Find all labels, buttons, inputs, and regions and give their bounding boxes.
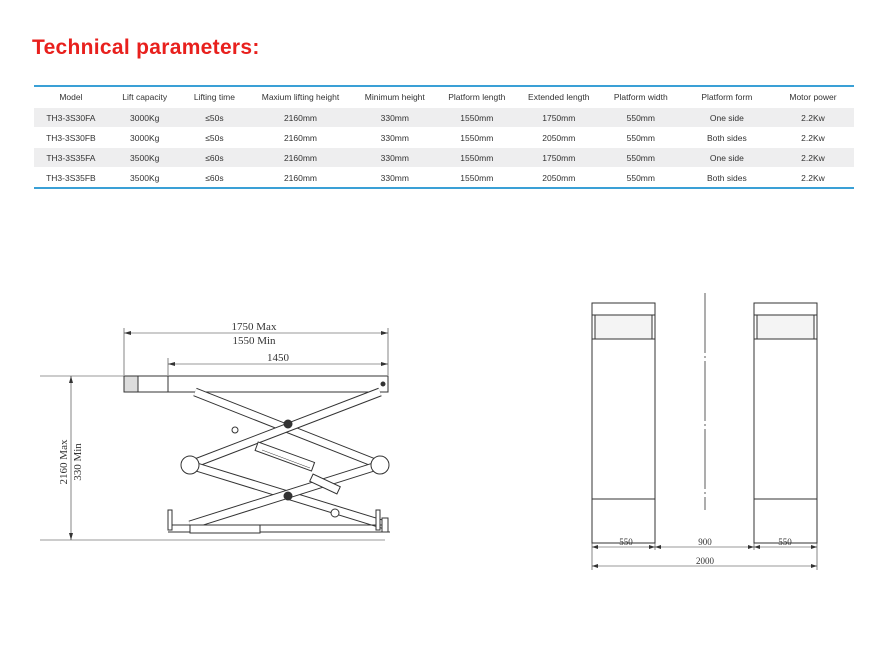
table-cell: 330mm (353, 107, 436, 128)
table-cell: 2.2Kw (771, 127, 854, 148)
table-cell: One side (681, 107, 772, 128)
table-cell: 2.2Kw (771, 107, 854, 128)
side-view-drawing: 1750 Max 1550 Min 1450 2160 Max 330 Min (40, 321, 390, 541)
table-cell: 2050mm (517, 167, 600, 187)
table-cell: Both sides (681, 127, 772, 148)
table-header-row: Model Lift capacity Lifting time Maxium … (34, 87, 854, 108)
header-platform-form: Platform form (701, 92, 753, 102)
table-cell: 330mm (353, 127, 436, 148)
table-row: TH3-3S35FA 3500Kg ≤60s 2160mm 330mm 1550… (34, 147, 854, 168)
table-cell: ≤50s (181, 107, 248, 128)
table-cell: 330mm (353, 147, 436, 168)
table-cell: 1750mm (517, 147, 600, 168)
header-max-lifting-height: Maxium lifting height (261, 92, 340, 102)
header-platform-width: Platform width (613, 92, 668, 102)
dim-max-height: 2160 Max (58, 439, 70, 484)
table-cell: 2160mm (247, 127, 354, 148)
table-cell: ≤60s (181, 167, 248, 187)
dim-total-width: 2000 (696, 556, 715, 566)
table-cell: Both sides (681, 167, 772, 187)
table-cell: 550mm (599, 107, 682, 128)
table-row: TH3-3S30FA 3000Kg ≤50s 2160mm 330mm 1550… (34, 107, 854, 128)
table-cell: 330mm (353, 167, 436, 187)
table-cell: TH3-3S30FA (34, 107, 108, 128)
table-cell: TH3-3S30FB (34, 127, 108, 148)
header-platform-length: Platform length (448, 92, 506, 102)
table-cell: 2160mm (247, 147, 354, 168)
table-cell: TH3-3S35FA (34, 147, 108, 168)
table-row: TH3-3S30FB 3000Kg ≤50s 2160mm 330mm 1550… (34, 127, 854, 148)
table-cell: 1550mm (435, 147, 518, 168)
header-lifting-time: Lifting time (193, 92, 235, 102)
table-cell: 3500Kg (107, 167, 182, 187)
table-cell: 1550mm (435, 127, 518, 148)
table-cell: 550mm (599, 167, 682, 187)
table-cell: 2.2Kw (771, 147, 854, 168)
dim-min-height: 330 Min (72, 443, 84, 481)
table-cell: 3000Kg (107, 127, 182, 148)
dim-extended-length: 1750 Max (232, 321, 277, 333)
table-cell: 1750mm (517, 107, 600, 128)
table-cell: 1550mm (435, 167, 518, 187)
table-cell: ≤50s (181, 127, 248, 148)
table-cell: 2160mm (247, 107, 354, 128)
dim-left-width: 550 (619, 537, 633, 547)
header-lift-capacity: Lift capacity (122, 92, 168, 102)
dim-right-width: 550 (778, 537, 792, 547)
table-cell: 3000Kg (107, 107, 182, 128)
front-view-drawing: 550 900 550 2000 (591, 293, 818, 570)
header-minimum-height: Minimum height (364, 92, 425, 102)
dim-platform-length: 1550 Min (232, 335, 276, 347)
header-model: Model (59, 92, 83, 102)
table-cell: 550mm (599, 127, 682, 148)
table-cell: One side (681, 147, 772, 168)
table-cell: 3500Kg (107, 147, 182, 168)
header-motor-power: Motor power (789, 92, 837, 102)
table-cell: 2050mm (517, 127, 600, 148)
page-title: Technical parameters: (32, 36, 260, 59)
table-cell: 550mm (599, 147, 682, 168)
table-row: TH3-3S35FB 3500Kg ≤60s 2160mm 330mm 1550… (34, 167, 854, 187)
table-cell: 2.2Kw (771, 167, 854, 187)
parameters-table: Model Lift capacity Lifting time Maxium … (34, 85, 854, 189)
table-cell: ≤60s (181, 147, 248, 168)
table-cell: 2160mm (247, 167, 354, 187)
dim-inner-length: 1450 (267, 352, 290, 364)
table-cell: 1550mm (435, 107, 518, 128)
table-cell: TH3-3S35FB (34, 167, 108, 187)
dim-gap: 900 (698, 537, 712, 547)
header-extended-length: Extended length (528, 92, 590, 102)
